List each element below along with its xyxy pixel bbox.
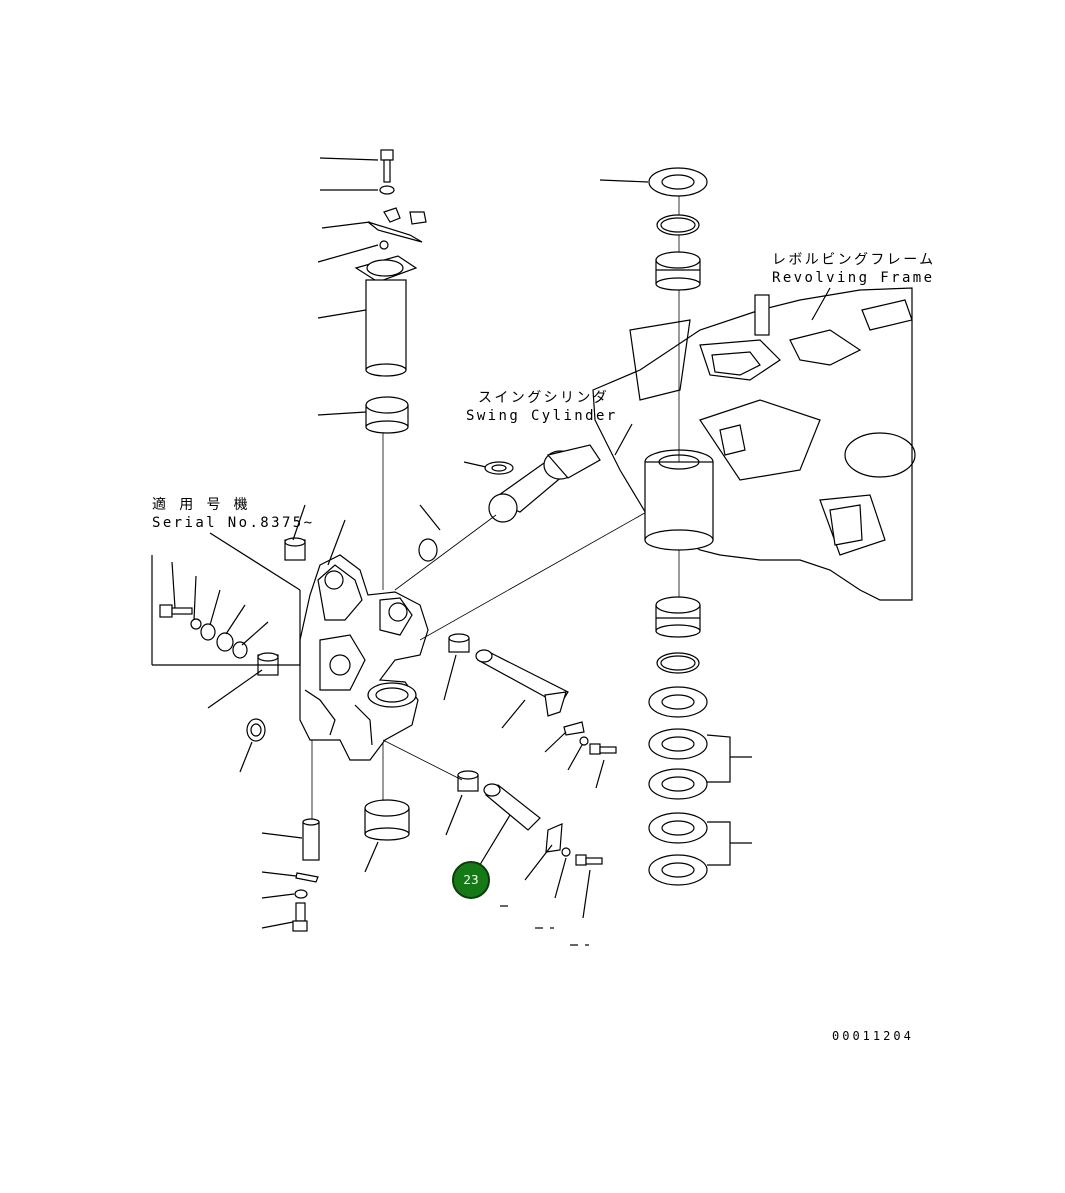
pin-lower <box>382 739 603 919</box>
swing-cylinder <box>394 444 651 641</box>
leader-lines-top <box>317 157 379 416</box>
part-callout-23[interactable]: 23 <box>452 861 490 899</box>
callout-number: 23 <box>463 873 479 887</box>
bushing-lower <box>364 799 410 873</box>
lower-pin-stack <box>261 740 320 932</box>
revolving-frame-label-en: Revolving Frame <box>772 270 935 286</box>
serial-label-en: Serial No.8375~ <box>152 515 315 531</box>
serial-label-jp: 適 用 号 機 <box>152 497 251 513</box>
revolving-frame-label-jp: レボルビングフレーム <box>772 252 936 268</box>
dash-marks <box>500 905 589 946</box>
left-hardware <box>159 537 306 742</box>
bushing-top <box>365 396 409 434</box>
grease-fitting <box>379 240 389 250</box>
swing-cylinder-label-jp: スイングシリンダ <box>478 390 610 406</box>
bolt-top <box>380 149 394 183</box>
right-stack <box>599 167 752 886</box>
label-leaders <box>614 287 831 456</box>
lock-plate-top <box>367 207 427 243</box>
pin-middle <box>443 633 617 789</box>
washer-top <box>379 185 395 195</box>
revolving-frame <box>592 195 916 605</box>
cylinder-pin-top <box>354 255 418 377</box>
drawing-number: 00011204 <box>832 1029 914 1043</box>
swing-bracket <box>299 554 429 761</box>
serial-leader-bracket <box>151 504 346 773</box>
swing-cylinder-label-en: Swing Cylinder <box>466 408 618 424</box>
